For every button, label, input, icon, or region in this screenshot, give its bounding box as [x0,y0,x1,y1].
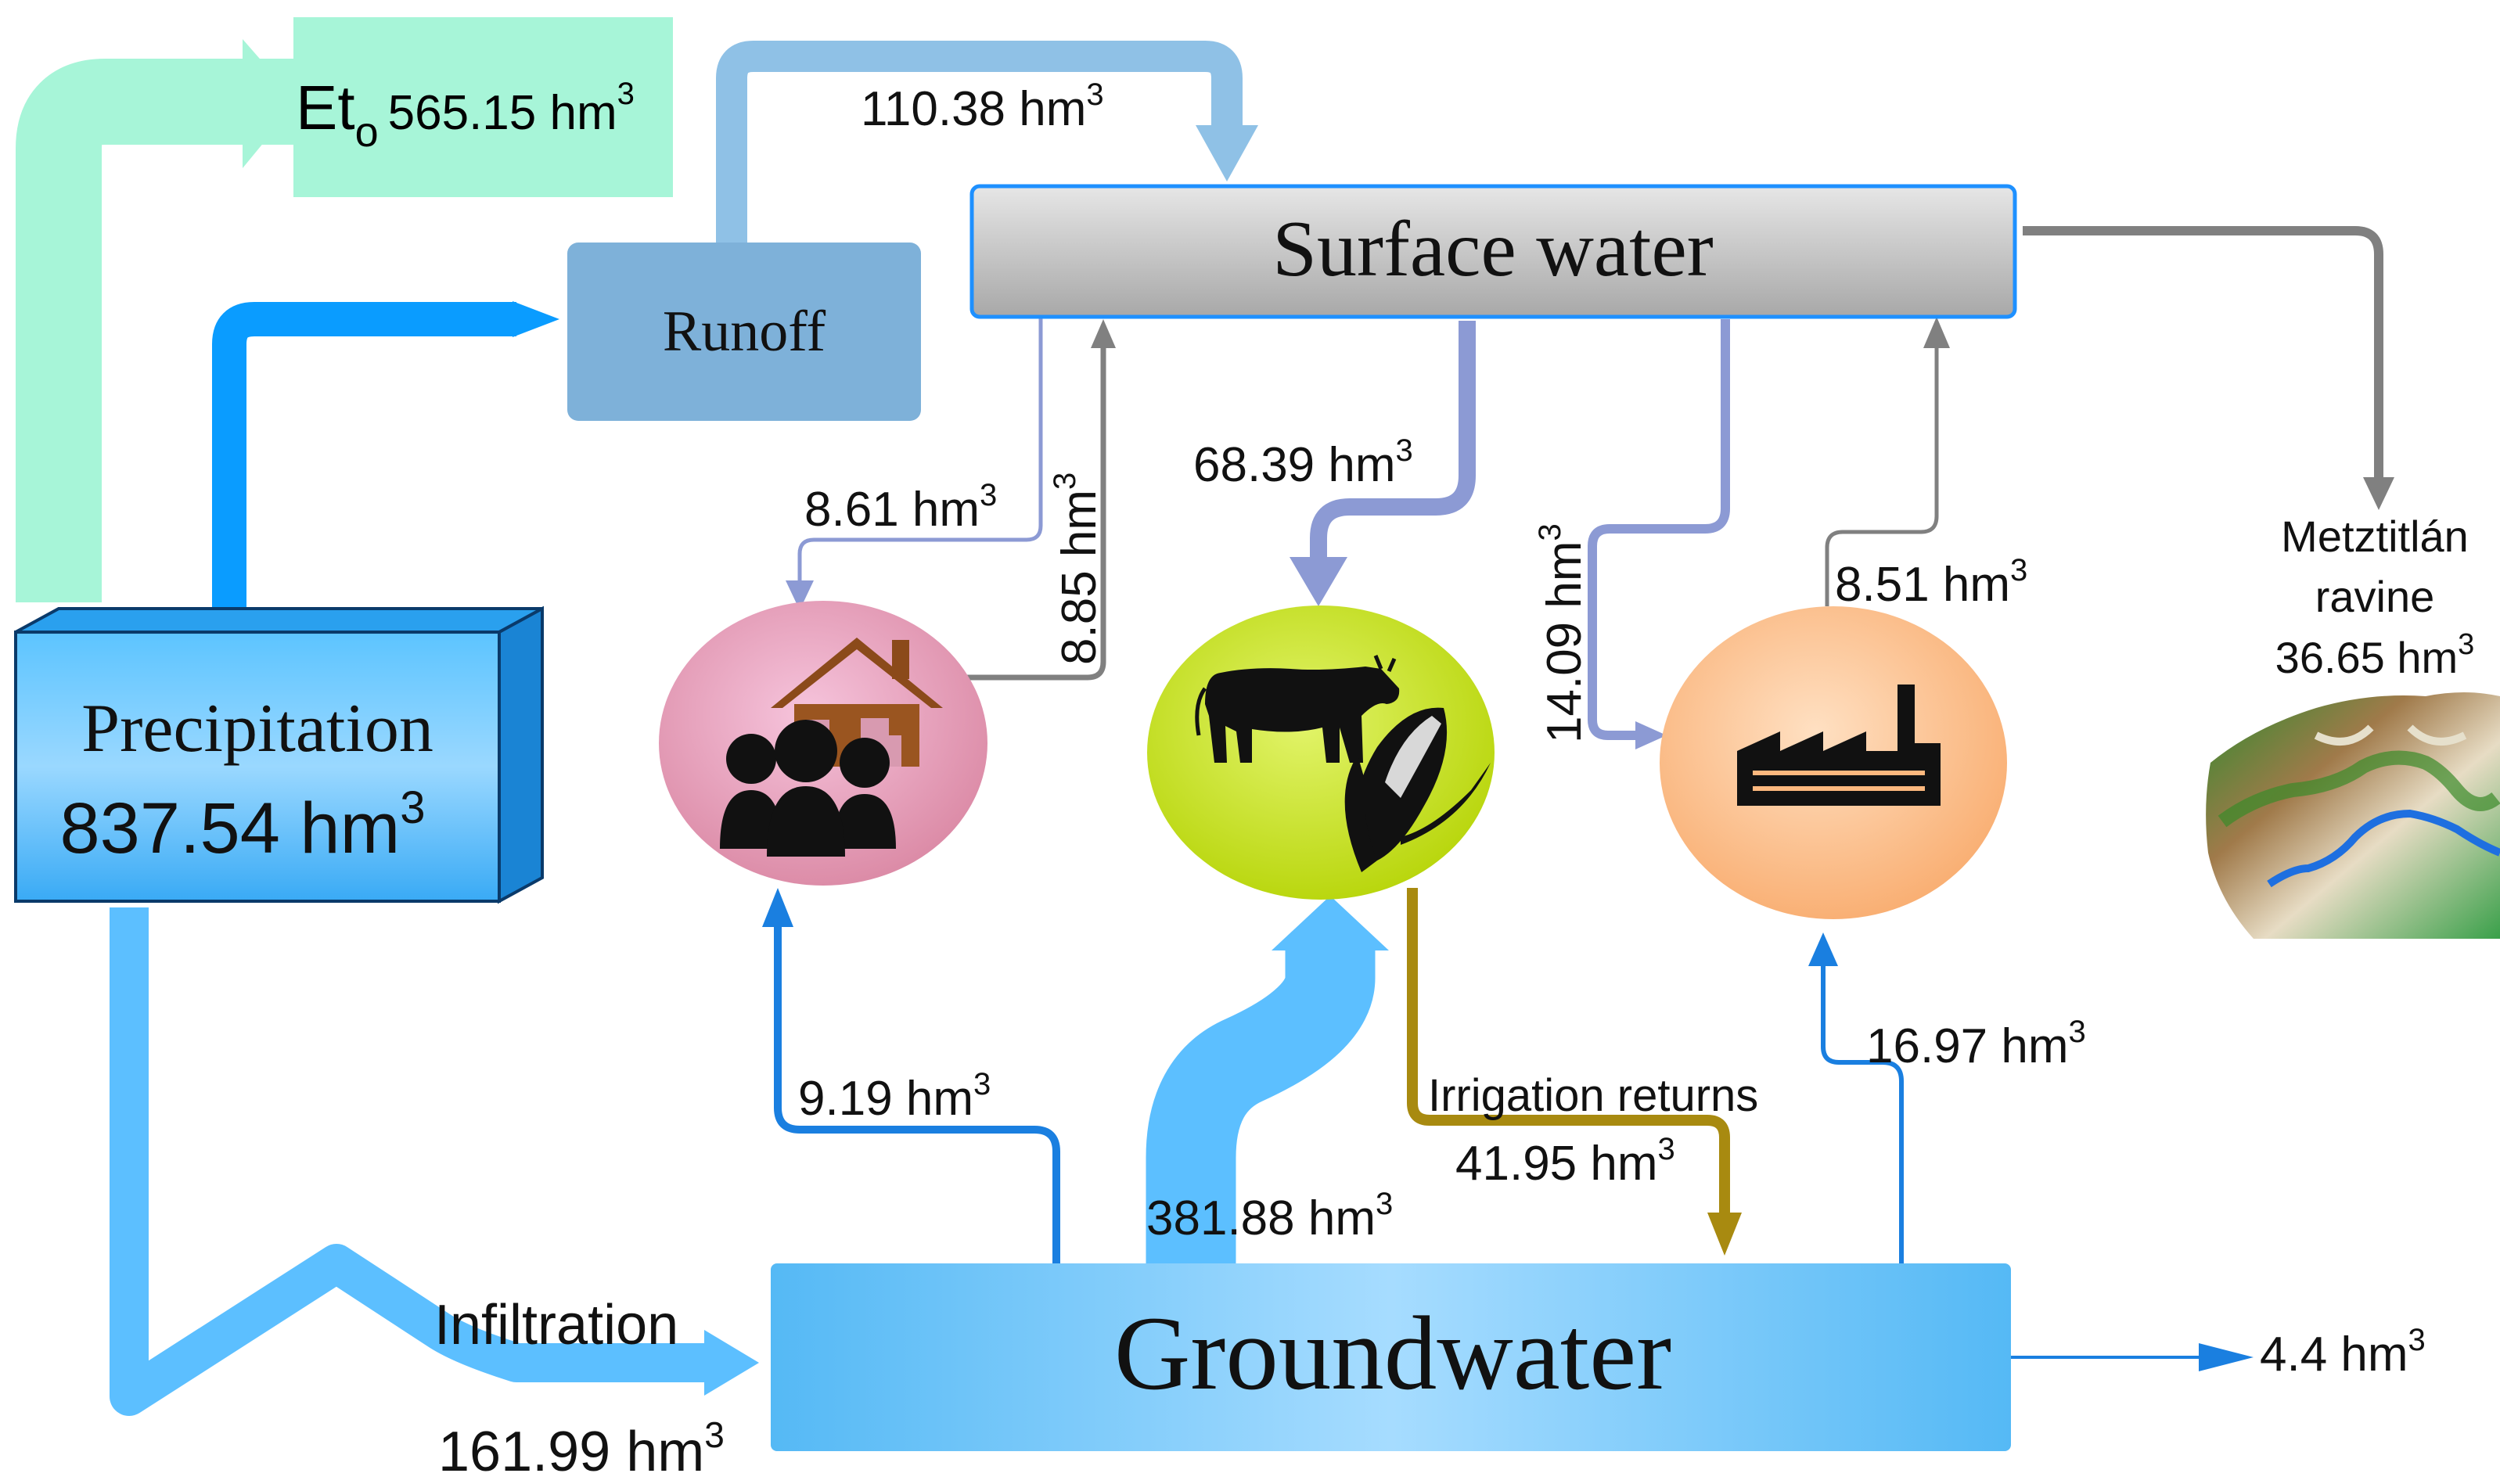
precipitation-value: 837.54 hm3 [59,782,425,868]
surface-water-box [969,184,2017,319]
domestic-to-surface-arrowhead [1091,319,1116,348]
groundwater-to-agriculture-arrowhead [1272,896,1389,950]
surface-to-domestic-arrowhead [786,580,814,610]
precip-to-runoff-arrowhead [513,301,559,337]
surface-to-industry-label: 14.09 hm3 [1533,523,1592,743]
industry-to-surface-flow [1825,344,1939,606]
surface-to-domestic-flow [797,317,1043,580]
domestic-to-surface-flow [959,344,1106,681]
eto-flow [16,59,297,602]
groundwater-to-domestic-flow [774,919,1060,1267]
irrigation-returns-label: Irrigation returns [1428,1070,1758,1121]
runoff-label: Runoff [663,300,826,364]
surface-to-industry-flow [1588,319,1730,740]
runoff-to-surface-label: 110.38 hm3 [861,77,1104,136]
precipitation-box [14,631,501,903]
ravine-value-label: 36.65 hm3 [2275,628,2475,682]
surface-water-label: Surface water [1272,205,1714,293]
industry-to-surface-label: 8.51 hm3 [1835,553,2027,612]
groundwater-box [771,1263,2011,1451]
groundwater-to-industry-arrowhead [1808,932,1838,966]
groundwater-to-domestic-label: 9.19 hm3 [798,1067,991,1126]
groundwater-to-industry-flow [1821,962,1904,1267]
infiltration-arrowhead [704,1330,759,1396]
domestic-to-surface-label: 8.85 hm3 [1048,473,1106,665]
irrigation-returns-flow [1407,888,1730,1216]
factory-icon [1737,685,1941,806]
groundwater-to-domestic-arrowhead [762,888,793,927]
house-people-icon [720,638,943,857]
cow-corn-icon [1195,655,1491,872]
surface-to-ravine-flow [2023,226,2383,477]
groundwater-label: Groundwater [1114,1295,1671,1412]
surface-to-domestic-label: 8.61 hm3 [804,478,997,537]
surface-to-agriculture-flow [1310,321,1476,562]
runoff-to-surface-flow [716,41,1243,246]
surface-to-agriculture-label: 68.39 hm3 [1193,433,1413,492]
eto-arrowhead [243,39,297,168]
surface-to-industry-arrowhead [1635,721,1667,749]
precipitation-box-side [498,605,544,904]
runoff-to-surface-arrowhead [1196,125,1258,181]
groundwater-out-arrowhead [2199,1343,2254,1371]
groundwater-to-industry-label: 16.97 hm3 [1866,1015,2086,1073]
precipitation-box-top [15,607,543,634]
irrigation-returns-arrowhead [1707,1213,1742,1256]
industry-to-surface-arrowhead [1923,317,1950,348]
precip-to-runoff-flow [212,302,516,614]
infiltration-label: Infiltration [434,1294,678,1356]
runoff-box [567,243,921,421]
precipitation-label: Precipitation [81,691,433,767]
terrain-map-icon [2206,692,2500,939]
ravine-type-label: ravine [2315,572,2435,621]
groundwater-to-agriculture-flow [1146,932,1376,1271]
surface-to-ravine-arrowhead [2363,477,2394,510]
infiltration-value: 161.99 hm3 [438,1414,725,1480]
irrigation-returns-value: 41.95 hm3 [1455,1132,1675,1191]
infiltration-flow [110,907,708,1416]
eto-box [293,17,673,197]
surface-to-agriculture-arrowhead [1290,557,1347,606]
ravine-name-label: Metztitlán [2281,512,2469,561]
groundwater-to-agriculture-label: 381.88 hm3 [1146,1187,1393,1245]
groundwater-out-label: 4.4 hm3 [2260,1323,2426,1382]
